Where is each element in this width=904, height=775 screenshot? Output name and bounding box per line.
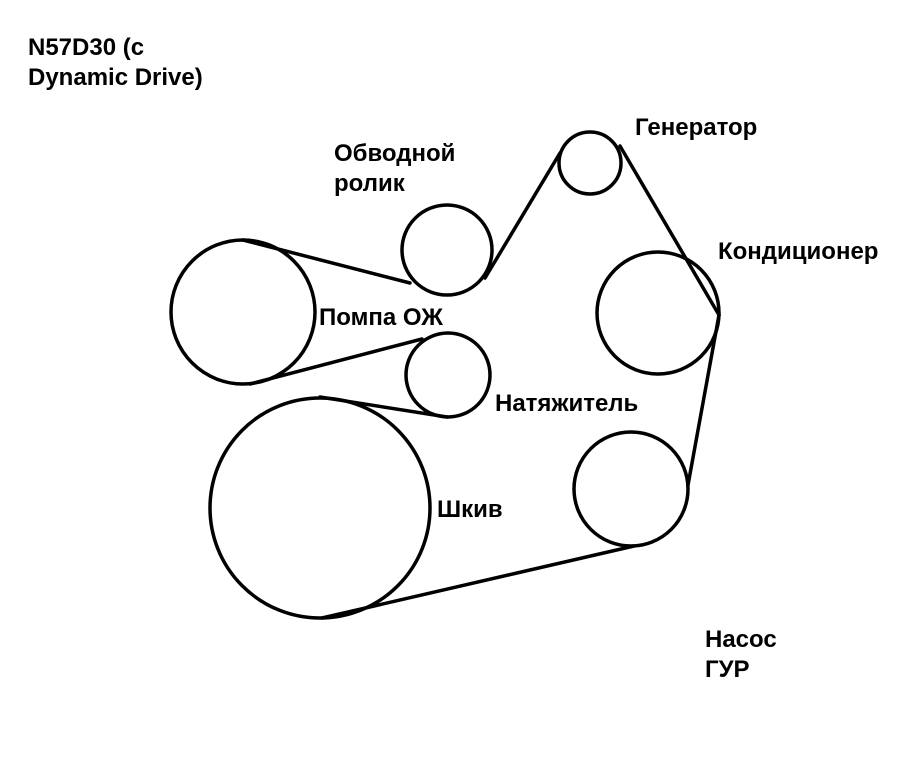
belt-segment-idler-to-alternator: [483, 151, 562, 280]
idler-pulley-label-line1: Обводной: [334, 140, 456, 167]
diagram-title-line2: Dynamic Drive): [28, 64, 203, 91]
belt-segment-alternator-to-ac: [618, 144, 721, 317]
tensioner-pulley: [404, 331, 492, 419]
diagram-title-line1: N57D30 (c: [28, 34, 145, 61]
belt-segment-ps-pump-to-crank: [320, 544, 636, 620]
tensioner-label: Натяжитель: [495, 390, 639, 417]
belt-segment-crank-to-tensioner: [318, 395, 449, 419]
power-steering-pump-label: Насос ГУР: [705, 625, 777, 685]
power-steering-pump-label-line2: ГУР: [705, 656, 750, 683]
crankshaft-pulley: [208, 396, 432, 620]
alternator-pulley: [557, 130, 623, 196]
belt-segment-ac-to-ps-pump: [686, 313, 721, 487]
power-steering-pump-label-line1: Насос: [705, 626, 777, 653]
ac-compressor-pulley: [595, 250, 721, 376]
crankshaft-pulley-label: Шкив: [437, 496, 503, 523]
water-pump-label: Помпа ОЖ: [319, 304, 443, 331]
idler-pulley-label: Обводной ролик: [334, 139, 455, 199]
power-steering-pump-pulley: [572, 430, 690, 548]
belt-segment-pump-to-idler: [241, 238, 412, 285]
alternator-label: Генератор: [635, 114, 758, 141]
water-pump-pulley: [169, 238, 317, 386]
diagram-title: N57D30 (c Dynamic Drive): [28, 33, 203, 93]
idler-pulley: [400, 203, 494, 297]
idler-pulley-label-line2: ролик: [334, 170, 405, 197]
belt-segment-tensioner-to-pump: [248, 337, 424, 386]
ac-compressor-label: Кондиционер: [718, 238, 879, 265]
